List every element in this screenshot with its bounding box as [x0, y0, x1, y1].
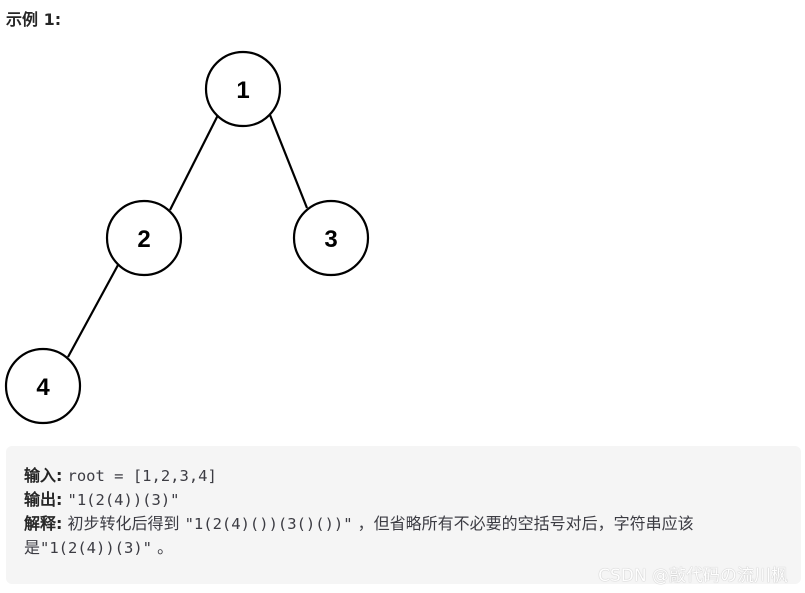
- edge-2-4: [67, 264, 119, 358]
- binary-tree-diagram: 1 2 3 4: [4, 50, 370, 425]
- input-label: 输入:: [24, 466, 63, 485]
- tree-node-2: 2: [105, 199, 183, 277]
- explain-line-1: 解释: 初步转化后得到 "1(2(4)())(3()())" ，但省略所有不必要…: [24, 512, 783, 536]
- explain-line1-code: "1(2(4)())(3()())": [184, 515, 353, 533]
- tree-node-2-label: 2: [137, 226, 150, 253]
- edge-1-3: [268, 114, 309, 209]
- tree-node-3-label: 3: [324, 226, 337, 253]
- tree-node-1-label: 1: [236, 77, 249, 104]
- explain-line2-code: "1(2(4))(3)": [40, 539, 152, 557]
- explain-line1-prefix: 初步转化后得到: [67, 514, 185, 533]
- explain-line-2: 是"1(2(4))(3)" 。: [24, 536, 783, 560]
- tree-node-3: 3: [292, 199, 370, 277]
- output-value: "1(2(4))(3)": [67, 491, 180, 509]
- example-box: 输入: root = [1,2,3,4] 输出: "1(2(4))(3)" 解释…: [6, 446, 801, 584]
- explain-line2-suffix: 。: [152, 538, 174, 557]
- output-line: 输出: "1(2(4))(3)": [24, 488, 783, 512]
- example-title: 示例 1:: [6, 10, 62, 29]
- input-line: 输入: root = [1,2,3,4]: [24, 464, 783, 488]
- explain-label: 解释:: [24, 514, 63, 533]
- input-value: root = [1,2,3,4]: [67, 467, 217, 485]
- explain-line2-prefix: 是: [24, 538, 41, 557]
- tree-node-4: 4: [4, 347, 82, 425]
- tree-node-1: 1: [204, 50, 282, 128]
- tree-node-4-label: 4: [36, 374, 50, 401]
- explain-line1-suffix: ，但省略所有不必要的空括号对后，字符串应该: [352, 514, 694, 533]
- output-label: 输出:: [24, 490, 63, 509]
- edge-1-2: [169, 114, 219, 211]
- csdn-watermark: CSDN @敲代码の流川枫: [598, 566, 788, 586]
